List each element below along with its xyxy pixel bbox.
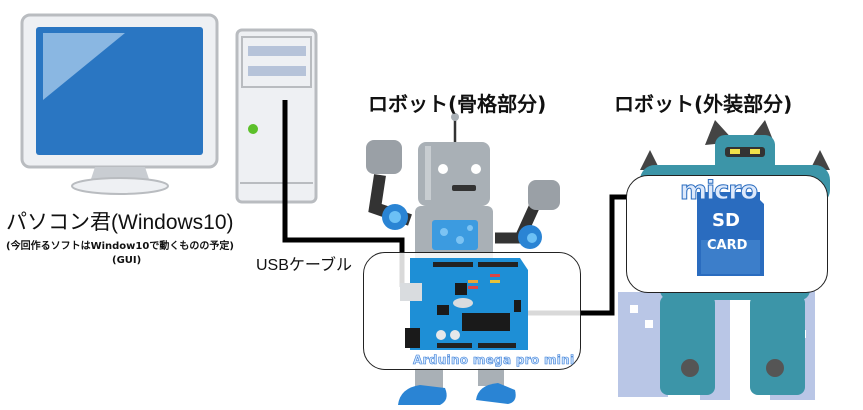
sd-card-icon — [697, 192, 764, 276]
robot-skeleton-icon — [366, 113, 560, 405]
power-led-icon — [248, 124, 258, 134]
pc-title: パソコン君(Windows10) — [6, 211, 234, 234]
monitor-icon — [20, 13, 219, 195]
usb-port-icon — [400, 283, 422, 301]
pc-note: (今回作るソフトはWindow10で動くものの予定) — [6, 241, 234, 252]
pc-tower-icon — [235, 28, 318, 204]
sd-card-micro-label: micro — [679, 176, 758, 207]
robot-exterior-title: ロボット(外装部分) — [614, 92, 793, 116]
sd-card-sd-label: SD — [712, 210, 740, 231]
sd-card-card-label: CARD — [707, 238, 748, 253]
usb-cable-label: USBケーブル — [256, 257, 352, 274]
arduino-board-icon — [400, 258, 528, 350]
pc-gui-label: (GUI) — [112, 255, 142, 266]
arduino-caption: Arduino mega pro mini — [413, 353, 575, 368]
robot-skeleton-title: ロボット(骨格部分) — [368, 92, 547, 116]
